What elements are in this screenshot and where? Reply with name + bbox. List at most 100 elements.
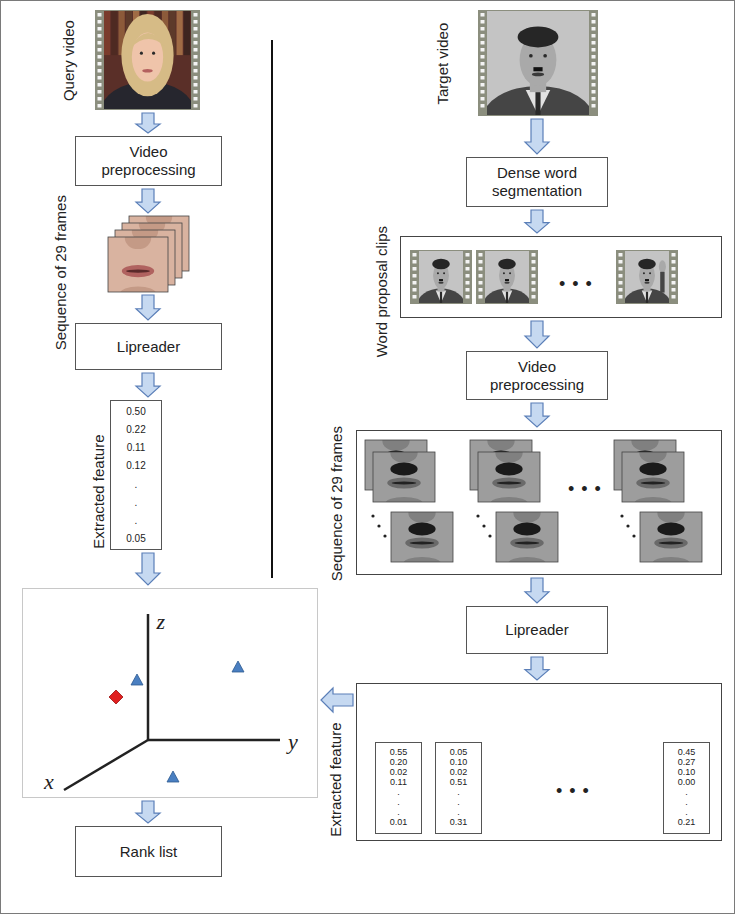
sprocket-hole <box>532 288 536 292</box>
block-arrow <box>321 688 353 712</box>
sprocket-hole <box>194 76 198 80</box>
sprocket-hole <box>481 76 485 80</box>
axis-label: y <box>288 729 298 754</box>
sprocket-hole <box>479 253 483 257</box>
nose <box>657 512 684 523</box>
stack-dot <box>482 524 485 527</box>
sprocket-hole <box>413 295 417 299</box>
mouth <box>504 282 509 284</box>
nose <box>390 452 417 463</box>
necktie <box>535 92 540 115</box>
side-label: Extracted feature <box>90 434 107 548</box>
feature-group: Extracted feature• • •0.550.200.020.11..… <box>356 683 722 841</box>
block-arrow <box>136 553 160 585</box>
nose <box>495 452 522 463</box>
sprocket-hole <box>413 281 417 285</box>
frame-stack-picture <box>470 431 558 569</box>
sprocket-hole <box>98 34 102 38</box>
frame-edge <box>108 237 168 292</box>
sprocket-hole <box>592 41 596 45</box>
sprocket-hole <box>481 27 485 31</box>
sprocket-hole <box>619 295 623 299</box>
vector-value: . <box>685 798 688 808</box>
sprocket-hole <box>481 83 485 87</box>
necktie <box>506 292 508 303</box>
vector-value: 0.21 <box>678 818 696 828</box>
stack-dot <box>626 524 629 527</box>
moustache <box>533 67 542 71</box>
sprocket-hole <box>481 69 485 73</box>
vector-value: 0.20 <box>390 758 408 768</box>
embedding-space <box>64 614 280 790</box>
box-label: Dense word segmentation <box>477 164 597 200</box>
sprocket-hole <box>413 260 417 264</box>
frame-edge <box>391 512 453 562</box>
vector-value: . <box>457 788 460 798</box>
sprocket-hole <box>619 281 623 285</box>
frame-picture <box>391 512 453 562</box>
block-arrow <box>525 403 549 427</box>
sprocket-hole <box>532 274 536 278</box>
sprocket-hole <box>672 253 676 257</box>
sprocket-hole <box>194 62 198 66</box>
chin <box>652 557 689 562</box>
sprocket-hole <box>592 34 596 38</box>
vector-value: 0.10 <box>450 758 468 768</box>
eye <box>437 272 439 274</box>
necktie <box>646 292 648 303</box>
target-video-still <box>478 10 598 155</box>
eye <box>649 272 651 274</box>
sprocket-hole <box>592 62 596 66</box>
vector-value: 0.27 <box>678 758 696 768</box>
feature-vector: 0.050.100.020.51...0.31 <box>435 742 482 834</box>
z-axis <box>147 614 150 740</box>
box-label: Video preprocessing <box>86 143 211 179</box>
lips <box>405 538 438 549</box>
frame-edge <box>373 452 435 502</box>
mouth-line <box>497 482 522 485</box>
target-point <box>131 674 143 685</box>
mouth-frame <box>478 443 540 509</box>
process-box: Dense word segmentation <box>466 157 608 207</box>
divider-line <box>271 40 273 578</box>
nose <box>631 440 658 451</box>
sprocket-hole <box>98 69 102 73</box>
shirt-collar <box>502 291 513 303</box>
word-clip <box>616 250 678 323</box>
sprocket-hole <box>672 281 676 285</box>
word-clip <box>410 250 472 323</box>
vector-value: 0.12 <box>126 460 145 471</box>
lips <box>510 538 543 549</box>
mouth-line <box>659 542 684 545</box>
ellipsis-mark: • • • <box>559 274 593 295</box>
feature-vector: 0.550.200.020.11...0.01 <box>375 742 422 834</box>
eye <box>152 52 155 55</box>
sprocket-hole <box>672 295 676 299</box>
eye <box>643 272 645 274</box>
vector-value: 0.05 <box>450 748 468 758</box>
target-video-frame: Target video <box>478 10 598 116</box>
process-box: Lipreader <box>466 606 608 654</box>
vector-value: . <box>397 788 400 798</box>
block-arrow <box>136 373 160 397</box>
mouth-line <box>126 269 150 272</box>
nose <box>382 440 409 451</box>
frame-edge <box>496 512 558 562</box>
sprocket-hole <box>194 90 198 94</box>
mouth-frame <box>622 443 684 509</box>
sprocket-hole <box>481 104 485 108</box>
vector-value: 0.50 <box>126 406 145 417</box>
sprocket-hole <box>413 288 417 292</box>
box-label: Rank list <box>120 843 178 861</box>
mouth-frame <box>640 503 702 569</box>
sprocket-hole <box>466 274 470 278</box>
sprocket-hole <box>98 104 102 108</box>
sprocket-hole <box>194 69 198 73</box>
block-arrow <box>136 113 160 133</box>
vector-value: 0.00 <box>678 778 696 788</box>
sprocket-hole <box>479 260 483 264</box>
chin <box>403 557 440 562</box>
sprocket-hole <box>466 253 470 257</box>
